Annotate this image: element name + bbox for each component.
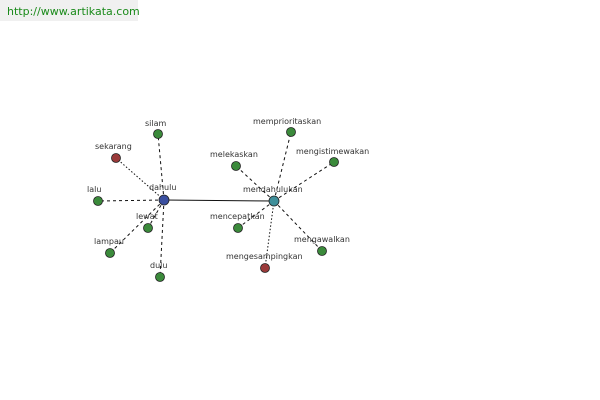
word-node-lalu[interactable]	[93, 196, 103, 206]
word-node-mengesampingkan[interactable]	[260, 263, 270, 273]
word-label-mengistimewakan[interactable]: mengistimewakan	[296, 147, 369, 156]
edge-mendahulukan-mengesampingkan	[264, 200, 275, 269]
word-label-silam[interactable]: silam	[145, 119, 167, 128]
word-label-lampau[interactable]: lampau	[94, 237, 124, 246]
word-node-silam[interactable]	[153, 129, 163, 139]
word-label-lewat[interactable]: lewat	[136, 212, 158, 221]
word-label-lalu[interactable]: lalu	[87, 185, 101, 194]
word-label-sekarang[interactable]: sekarang	[95, 142, 132, 151]
edge-dahulu-lewat	[147, 199, 165, 229]
word-node-mencepatkan[interactable]	[233, 223, 243, 233]
word-label-melekaskan[interactable]: melekaskan	[210, 150, 258, 159]
word-node-memprioritaskan[interactable]	[286, 127, 296, 137]
edge-mendahulukan-mencepatkan	[237, 200, 275, 229]
edge-dahulu-silam	[157, 133, 165, 201]
edge-dahulu-lalu	[97, 199, 165, 202]
edge-dahulu-sekarang	[115, 157, 165, 201]
edge-dahulu-dulu	[159, 199, 165, 278]
hub-label-mendahulukan[interactable]: mendahulukan	[243, 185, 303, 194]
word-label-memprioritaskan[interactable]: memprioritaskan	[253, 117, 321, 126]
hub-node-mendahulukan[interactable]	[268, 195, 280, 207]
word-node-lampau[interactable]	[105, 248, 115, 258]
site-url-bar: http://www.artikata.com	[0, 0, 140, 21]
word-node-mengistimewakan[interactable]	[329, 157, 339, 167]
edge-dahulu-mendahulukan	[163, 199, 275, 202]
graph-edges	[97, 131, 335, 278]
graph-labels: silam sekarang lalu lewat lampau dulu memprior…	[87, 117, 369, 270]
word-node-lewat[interactable]	[143, 223, 153, 233]
word-node-melekaskan[interactable]	[231, 161, 241, 171]
word-label-mencepatkan[interactable]: mencepatkan	[210, 212, 265, 221]
edge-mendahulukan-mengistimewakan	[273, 161, 335, 202]
word-label-dulu[interactable]: dulu	[150, 261, 167, 270]
word-node-mengawalkan[interactable]	[317, 246, 327, 256]
site-url-link[interactable]: http://www.artikata.com	[7, 5, 140, 18]
word-label-mengesampingkan[interactable]: mengesampingkan	[226, 252, 303, 261]
word-label-mengawalkan[interactable]: mengawalkan	[294, 235, 350, 244]
hub-node-dahulu[interactable]	[158, 194, 170, 206]
word-node-dulu[interactable]	[155, 272, 165, 282]
graph-nodes	[93, 127, 339, 282]
word-node-sekarang[interactable]	[111, 153, 121, 163]
hub-label-dahulu[interactable]: dahulu	[149, 183, 176, 192]
edge-mendahulukan-melekaskan	[235, 165, 275, 202]
edge-dahulu-lampau	[109, 199, 165, 254]
